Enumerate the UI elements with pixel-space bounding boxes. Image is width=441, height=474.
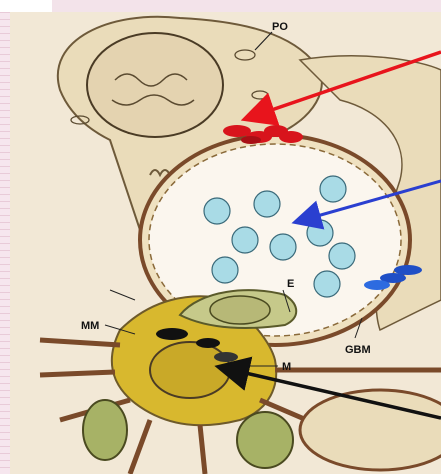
mesangial-dark-2 — [196, 338, 220, 348]
lumen-cell — [307, 220, 333, 246]
lower-left-cell — [83, 400, 127, 460]
red-cell — [279, 131, 303, 143]
label-po: PO — [272, 21, 288, 33]
lumen-cell — [314, 271, 340, 297]
lumen-cell — [232, 227, 258, 253]
lumen-cell — [212, 257, 238, 283]
mesangial-dark-1 — [156, 328, 188, 340]
lumen-cell — [320, 176, 346, 202]
lumen-cell — [254, 191, 280, 217]
label-gbm: GBM — [345, 344, 371, 356]
label-mm: MM — [81, 320, 99, 332]
label-m: M — [282, 361, 291, 373]
endothelial-nucleus — [210, 296, 270, 324]
mesangial-dark-3 — [214, 352, 238, 362]
lumen-cell — [204, 198, 230, 224]
mesangial-nucleus — [150, 342, 230, 398]
lumen-cell — [329, 243, 355, 269]
red-cell — [241, 136, 261, 144]
blue-cell — [364, 280, 390, 290]
lower-mid-cell — [237, 412, 293, 468]
lumen-cell — [270, 234, 296, 260]
label-e: E — [287, 278, 294, 290]
